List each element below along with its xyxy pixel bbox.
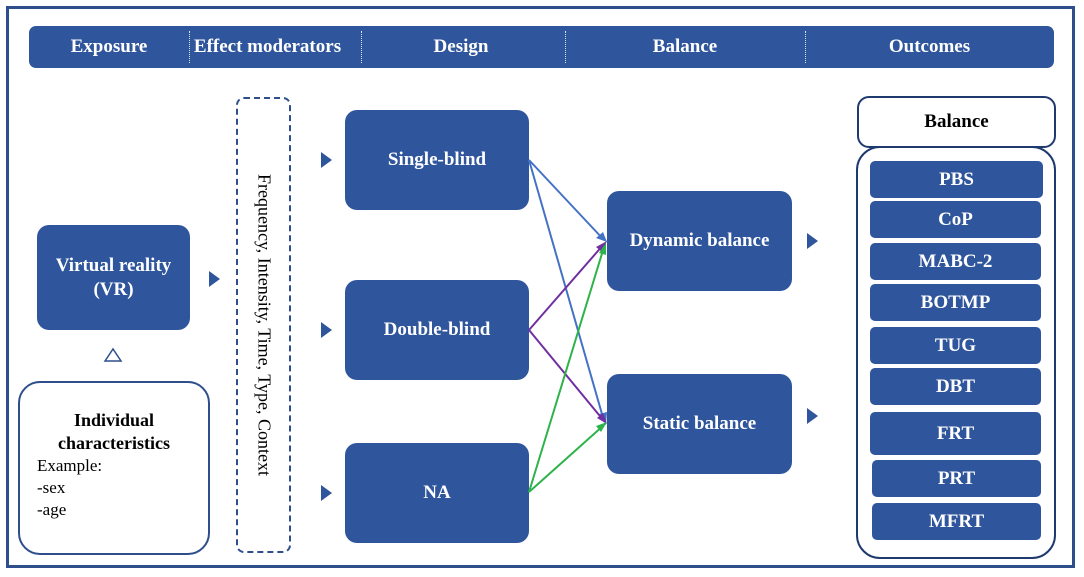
arrow-right-icon	[321, 152, 332, 168]
connector-double-to-dynamic	[528, 243, 605, 331]
outcome-pbs: PBS	[870, 161, 1043, 198]
design-single-blind-box: Single-blind	[345, 110, 529, 210]
individual-title-line2: characteristics	[58, 433, 170, 453]
static-balance-box: Static balance	[607, 374, 792, 474]
arrow-right-icon	[807, 408, 818, 424]
outcome-frt: FRT	[870, 412, 1041, 455]
dynamic-balance-box: Dynamic balance	[607, 191, 792, 291]
arrowhead	[596, 232, 607, 242]
outcomes-balance-title: Balance	[857, 96, 1056, 148]
arrow-right-icon	[321, 485, 332, 501]
outcome-botmp: BOTMP	[870, 284, 1041, 321]
arrow-right-icon	[209, 271, 220, 287]
connector-na-to-static	[528, 424, 605, 493]
arrowhead	[596, 422, 607, 432]
header-divider	[189, 31, 190, 63]
header-design: Design	[433, 36, 489, 57]
connector-na-to-dynamic	[528, 246, 605, 493]
individual-example-label: Example:	[37, 456, 103, 475]
effect-moderators-box: Frequency, Intensity, Time, Type, Contex…	[236, 97, 291, 553]
individual-title-line1: Individual	[73, 410, 155, 430]
outcome-tug: TUG	[870, 327, 1041, 364]
arrowhead	[599, 243, 606, 255]
header-balance: Balance	[652, 36, 718, 57]
exposure-box: Virtual reality (VR)	[37, 225, 190, 330]
individual-item-sex: -sex	[37, 478, 66, 497]
design-na-box: NA	[345, 443, 529, 543]
individual-characteristics-box: Individual characteristics Example: -sex…	[18, 381, 210, 555]
header-exposure: Exposure	[70, 36, 148, 57]
arrowhead	[596, 241, 607, 252]
arrow-right-icon	[807, 233, 818, 249]
outcome-dbt: DBT	[870, 368, 1041, 405]
header-outcomes: Outcomes	[888, 36, 971, 57]
exposure-label-line1: Virtual reality	[55, 254, 172, 276]
header-divider	[565, 31, 566, 63]
header-divider	[361, 31, 362, 63]
arrow-right-icon	[321, 322, 332, 338]
arrowhead	[597, 413, 607, 424]
outcome-cop: CoP	[870, 201, 1041, 238]
triangle-up-icon	[103, 347, 123, 362]
outcome-prt: PRT	[872, 460, 1041, 497]
connector-single-to-dynamic	[528, 159, 605, 241]
connector-single-to-static	[528, 159, 605, 422]
header-divider	[805, 31, 806, 63]
outcome-mfrt: MFRT	[872, 503, 1041, 540]
outcome-mabc-2: MABC-2	[870, 243, 1041, 280]
diagram-frame	[6, 6, 1075, 568]
connector-double-to-static	[528, 329, 605, 422]
design-double-blind-box: Double-blind	[345, 280, 529, 380]
header-bar: Exposure Effect moderators Design Balanc…	[29, 26, 1054, 68]
exposure-label-line2: (VR)	[93, 278, 134, 300]
individual-item-age: -age	[37, 500, 67, 519]
header-effect-moderators: Effect moderators	[193, 36, 342, 57]
